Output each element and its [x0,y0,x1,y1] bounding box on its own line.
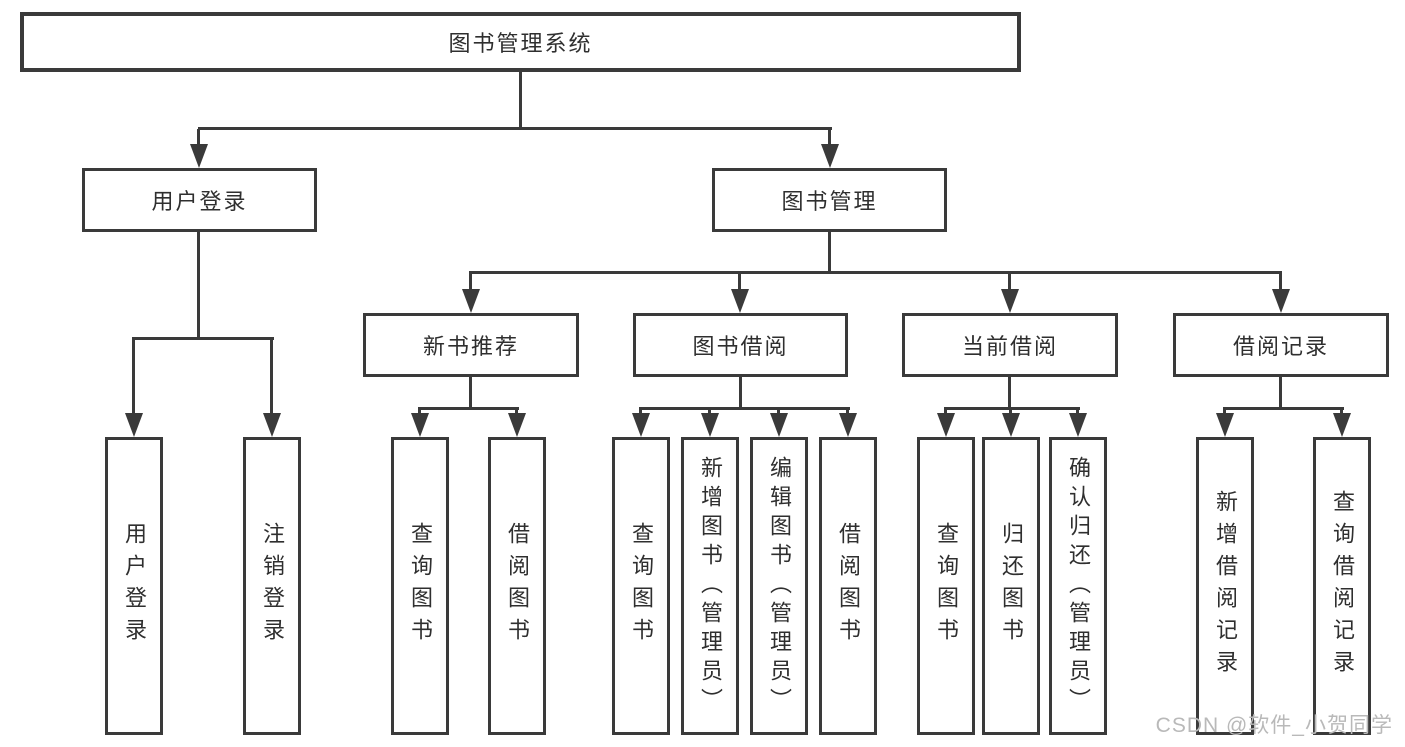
node-leaf-confirm-return-admin: 确认归还（管理员） [1049,437,1107,735]
arrowhead-down [731,289,749,313]
connector-line [519,72,522,130]
connector-line [944,407,1080,410]
node-leaf-add-borrow-record: 新增借阅记录 [1196,437,1254,735]
arrowhead-down [839,413,857,437]
connector-line [828,129,831,146]
arrowhead-down [1272,289,1290,313]
connector-line [418,407,519,410]
arrowhead-down [1216,413,1234,437]
connector-line [197,232,200,340]
connector-line [1008,377,1011,410]
connector-line [469,274,472,291]
connector-line [197,129,200,146]
connector-line [469,377,472,410]
connector-line [469,271,1282,274]
node-leaf-query-books-2: 查询图书 [612,437,670,735]
arrowhead-down [770,413,788,437]
node-book-management: 图书管理 [712,168,947,232]
connector-line [1223,407,1344,410]
arrowhead-down [1333,413,1351,437]
connector-line [828,232,831,274]
node-leaf-query-borrow-record: 查询借阅记录 [1313,437,1371,735]
connector-line [270,340,273,415]
csdn-watermark: CSDN @软件_小贺同学 [1155,714,1393,737]
node-library-management-system: 图书管理系统 [20,12,1021,72]
node-leaf-user-login: 用户登录 [105,437,163,735]
node-borrowing-records: 借阅记录 [1173,313,1389,377]
node-new-book-recommendation: 新书推荐 [363,313,579,377]
connector-line [132,337,274,340]
node-user-login: 用户登录 [82,168,317,232]
node-current-borrowing: 当前借阅 [902,313,1118,377]
connector-line [639,407,850,410]
connector-line [132,340,135,415]
arrowhead-down [937,413,955,437]
arrowhead-down [821,144,839,168]
connector-line [739,377,742,410]
node-book-borrowing: 图书借阅 [633,313,848,377]
connector-line [738,274,741,291]
arrowhead-down [190,144,208,168]
arrowhead-down [263,413,281,437]
connector-line [1279,377,1282,410]
node-leaf-logout: 注销登录 [243,437,301,735]
arrowhead-down [1069,413,1087,437]
arrowhead-down [462,289,480,313]
connector-line [198,127,832,130]
arrowhead-down [508,413,526,437]
node-leaf-return-book: 归还图书 [982,437,1040,735]
connector-line [1279,274,1282,291]
arrowhead-down [701,413,719,437]
node-leaf-borrow-books-2: 借阅图书 [819,437,877,735]
arrowhead-down [125,413,143,437]
node-leaf-borrow-books-1: 借阅图书 [488,437,546,735]
arrowhead-down [1001,289,1019,313]
arrowhead-down [1002,413,1020,437]
arrowhead-down [632,413,650,437]
node-leaf-query-books-1: 查询图书 [391,437,449,735]
node-leaf-add-book-admin: 新增图书（管理员） [681,437,739,735]
arrowhead-down [411,413,429,437]
connector-line [1008,274,1011,291]
node-leaf-query-books-3: 查询图书 [917,437,975,735]
node-leaf-edit-book-admin: 编辑图书（管理员） [750,437,808,735]
